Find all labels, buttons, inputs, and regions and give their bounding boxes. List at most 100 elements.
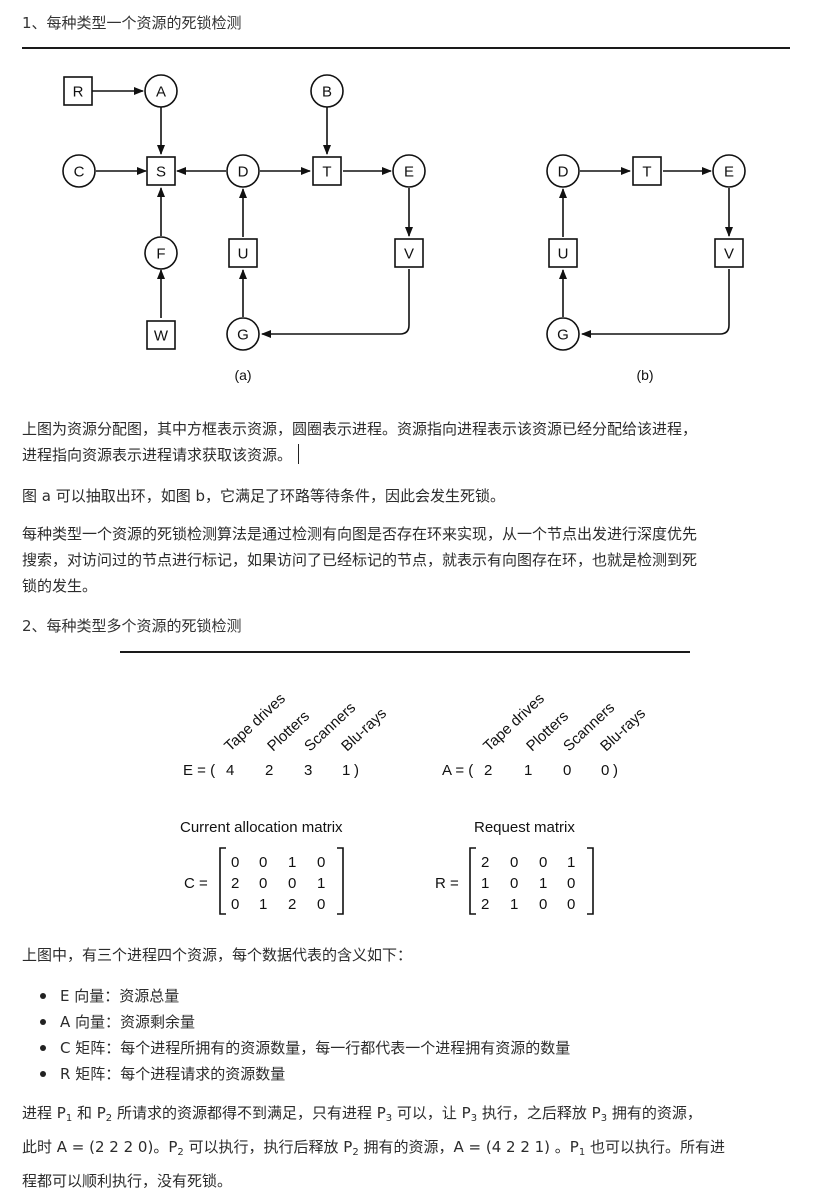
c-cell: 0 <box>259 875 267 892</box>
node-a-b <box>310 74 344 108</box>
r-matrix-right-bracket <box>587 847 594 915</box>
label-a-c: C <box>74 164 85 181</box>
bullet-icon <box>40 1045 46 1051</box>
text-run: 执行，之后释放 P <box>477 1104 601 1122</box>
e-vector-label: E = ( <box>183 762 215 779</box>
paragraph-line: 此时 A = (2 2 2 0)。P2 可以执行，执行后释放 P2 拥有的资源，… <box>22 1133 725 1167</box>
r-cell: 0 <box>510 875 518 892</box>
subscript: 3 <box>470 1113 478 1124</box>
node-b-u <box>548 238 578 268</box>
paragraph-conclusion: 进程 P1 和 P2 所请求的资源都得不到满足，只有进程 P3 可以，让 P3 … <box>22 1099 725 1196</box>
paragraph-line: 程都可以顺利执行，没有死锁。 <box>22 1172 233 1190</box>
section2-heading: 2、每种类型多个资源的死锁检测 <box>22 617 242 635</box>
bullet-icon <box>40 1071 46 1077</box>
text-run: 拥有的资源， <box>607 1104 702 1122</box>
definition-list: E 向量：资源总量 A 向量：资源剩余量 C 矩阵：每个进程所拥有的资源数量，每… <box>40 983 570 1087</box>
section1-rule <box>22 47 790 49</box>
label-a-r: R <box>73 84 84 101</box>
r-cell: 0 <box>539 896 547 913</box>
section2-rule <box>120 651 690 653</box>
edge-v-g <box>261 269 410 338</box>
graph-a-caption: (a) <box>234 367 251 383</box>
paragraph-line: 每种类型一个资源的死锁检测算法是通过检测有向图是否存在环来实现，从一个节点出发进… <box>22 525 698 543</box>
r-cell: 0 <box>510 854 518 871</box>
edge-b-v-g <box>581 269 730 338</box>
e-vector-close: ) <box>354 762 359 779</box>
a-vector-close: ) <box>613 762 618 779</box>
label-a-u: U <box>238 246 249 263</box>
c-cell: 0 <box>317 854 325 871</box>
r-cell: 2 <box>481 854 489 871</box>
subscript: 2 <box>352 1147 359 1158</box>
a-vector-label: A = ( <box>442 762 473 779</box>
r-cell: 1 <box>539 875 547 892</box>
text-run: 所请求的资源都得不到满足，只有进程 P <box>112 1104 386 1122</box>
label-a-b: B <box>322 84 332 101</box>
a-vector-value: 2 <box>484 762 492 779</box>
paragraph-line: 进程 P1 和 P2 所请求的资源都得不到满足，只有进程 P3 可以，让 P3 … <box>22 1099 725 1133</box>
label-b-v: V <box>724 246 734 263</box>
node-b-t <box>632 156 662 186</box>
resource-allocation-graph: R A B C S D T E F U V W G (a) D T E U V <box>62 74 746 383</box>
node-a-g <box>226 317 260 351</box>
node-a-e <box>392 154 426 188</box>
r-matrix-left-bracket <box>469 847 476 915</box>
list-item-text: R 矩阵：每个进程请求的资源数量 <box>60 1065 286 1083</box>
c-cell: 0 <box>231 854 239 871</box>
c-cell: 0 <box>317 896 325 913</box>
paragraph-line: 进程指向资源表示进程请求获取该资源。 <box>22 442 697 468</box>
list-item: A 向量：资源剩余量 <box>40 1009 570 1035</box>
text-run: 可以，让 P <box>392 1104 471 1122</box>
text-cursor <box>298 444 300 464</box>
c-cell: 0 <box>288 875 296 892</box>
text-run: 此时 A = (2 2 2 0)。P <box>22 1138 178 1156</box>
list-item-text: C 矩阵：每个进程所拥有的资源数量，每一行都代表一个进程拥有资源的数量 <box>60 1039 571 1057</box>
paragraph-cycle: 图 a 可以抽取出环，如图 b，它满足了环路等待条件，因此会发生死锁。 <box>22 487 506 505</box>
section1-heading: 1、每种类型一个资源的死锁检测 <box>22 14 242 32</box>
label-a-t: T <box>322 164 331 181</box>
node-a-w <box>146 320 176 350</box>
a-vector-value: 1 <box>524 762 532 779</box>
graph-b-edges <box>559 167 733 338</box>
matrix-intro: 上图中，有三个进程四个资源，每个数据代表的含义如下： <box>22 946 413 964</box>
c-cell: 1 <box>288 854 296 871</box>
node-a-d <box>226 154 260 188</box>
c-matrix-right-bracket <box>337 847 344 915</box>
node-b-e <box>712 154 746 188</box>
list-item-text: A 向量：资源剩余量 <box>60 1013 196 1031</box>
node-a-a <box>144 74 178 108</box>
graph-b-caption: (b) <box>636 367 653 383</box>
paragraph-line: 搜索，对访问过的节点进行标记，如果访问了已经标记的节点，就表示有向图存在环，也就… <box>22 551 698 569</box>
text-run: 进程 P <box>22 1104 66 1122</box>
label-a-a: A <box>156 84 166 101</box>
c-cell: 2 <box>231 875 239 892</box>
label-a-d: D <box>238 164 249 181</box>
c-cell: 2 <box>288 896 296 913</box>
node-a-t <box>312 156 342 186</box>
r-cell: 1 <box>481 875 489 892</box>
node-b-d <box>546 154 580 188</box>
list-item: C 矩阵：每个进程所拥有的资源数量，每一行都代表一个进程拥有资源的数量 <box>40 1035 570 1061</box>
node-a-c <box>62 154 96 188</box>
node-a-u <box>228 238 258 268</box>
r-cell: 1 <box>567 854 575 871</box>
label-b-t: T <box>642 164 651 181</box>
text-run: 和 P <box>72 1104 106 1122</box>
r-cell: 1 <box>510 896 518 913</box>
node-b-v <box>714 238 744 268</box>
r-cell: 2 <box>481 896 489 913</box>
r-cell: 0 <box>567 896 575 913</box>
node-a-v <box>394 238 424 268</box>
request-matrix-title: Request matrix <box>474 819 575 836</box>
node-a-s <box>146 156 176 186</box>
c-matrix-label: C = <box>184 875 208 892</box>
label-b-d: D <box>558 164 569 181</box>
alloc-matrix-title: Current allocation matrix <box>180 819 343 836</box>
node-a-f <box>144 236 178 270</box>
paragraph-line: 上图为资源分配图，其中方框表示资源，圆圈表示进程。资源指向进程表示该资源已经分配… <box>22 420 698 438</box>
c-cell: 0 <box>231 896 239 913</box>
subscript: 2 <box>105 1113 113 1124</box>
label-b-e: E <box>724 164 734 181</box>
e-vector-value: 2 <box>265 762 273 779</box>
subscript: 1 <box>578 1147 586 1158</box>
